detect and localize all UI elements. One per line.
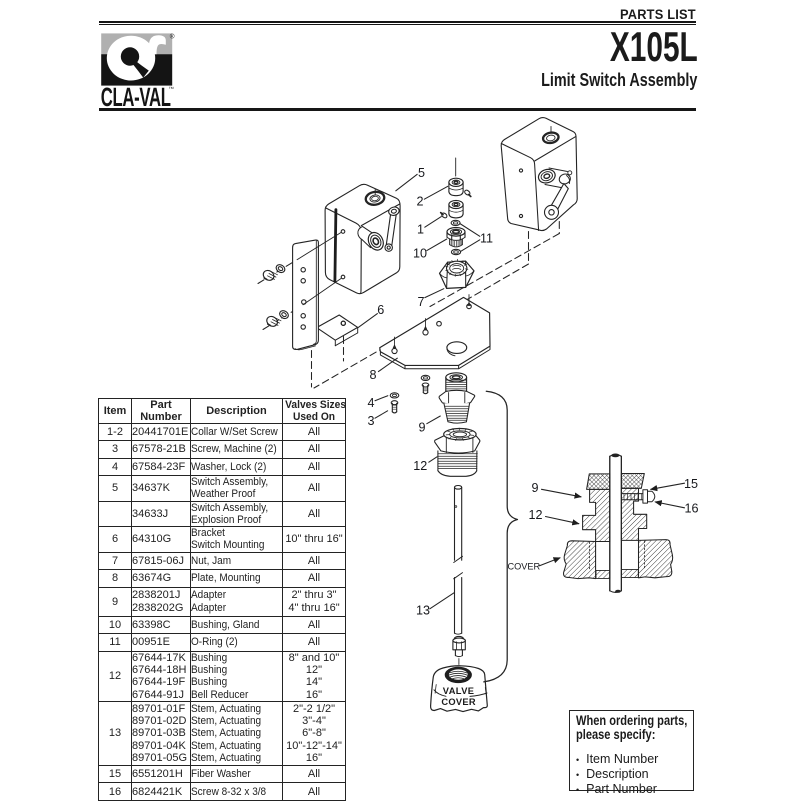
svg-text:15: 15 [684,477,698,491]
svg-text:1: 1 [417,223,424,237]
svg-text:9: 9 [418,421,425,435]
svg-text:4: 4 [367,396,374,410]
svg-text:9: 9 [531,481,538,495]
svg-text:16: 16 [684,501,698,515]
svg-text:VALVE: VALVE [443,686,475,696]
svg-text:13: 13 [416,603,430,617]
svg-text:®: ® [170,32,175,40]
svg-text:10: 10 [413,247,427,261]
svg-text:3: 3 [367,414,374,428]
svg-text:8: 8 [369,368,376,382]
svg-text:2: 2 [416,195,423,209]
svg-text:6: 6 [377,303,384,317]
svg-text:COVER: COVER [507,562,540,572]
svg-text:12: 12 [528,508,542,522]
svg-text:7: 7 [417,295,424,309]
svg-text:CLA-VAL: CLA-VAL [101,82,171,112]
svg-text:COVER: COVER [441,697,476,707]
svg-text:12: 12 [413,459,427,473]
svg-text:™: ™ [169,86,175,92]
svg-text:11: 11 [480,231,493,245]
svg-text:5: 5 [418,166,425,180]
